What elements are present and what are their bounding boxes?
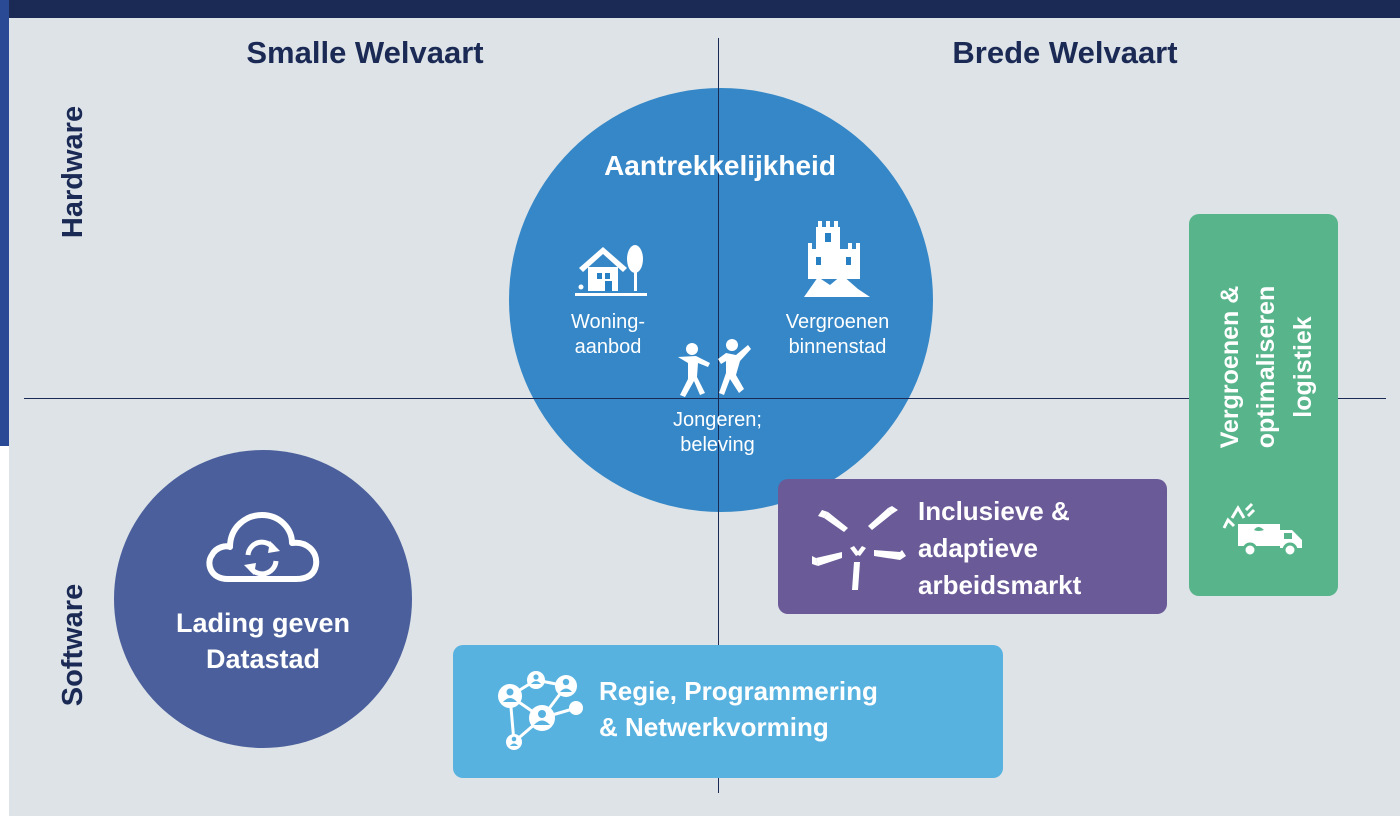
datastad-label-line1: Lading geven — [175, 608, 351, 638]
youth-label-line1: Jongeren; — [673, 409, 762, 431]
row-heading-hardware: Hardware — [57, 105, 89, 239]
dancing-people-icon — [678, 339, 751, 397]
top-title-bar — [0, 0, 1400, 18]
column-heading-brede-welvaart: Brede Welvaart — [952, 35, 1178, 70]
network-people-icon — [498, 671, 583, 750]
logistics-label-line3: logistiek — [1289, 316, 1317, 418]
attractiveness-title: Aantrekkelijkheid — [604, 150, 836, 181]
vertical-axis-line — [718, 38, 719, 793]
housing-label-line1: Woning- — [570, 311, 646, 333]
logistics-label-line2: optimaliseren — [1252, 285, 1280, 449]
network-label-line1: Regie, Programmering — [599, 676, 878, 706]
green-city-label-line2: binnenstad — [788, 336, 887, 358]
cloud-sync-icon — [206, 512, 320, 582]
labour-label-line1: Inclusieve & — [918, 496, 1070, 526]
youth-label-line2: beleving — [680, 434, 755, 456]
hands-circle-icon — [812, 506, 906, 590]
attractiveness-circle — [509, 88, 933, 512]
logistics-label-line1: Vergroenen & — [1216, 285, 1244, 449]
labour-market-box — [778, 479, 1167, 614]
datastad-label-line2: Datastad — [205, 644, 321, 674]
labour-label-line2: adaptieve — [918, 533, 1038, 563]
green-city-label-line1: Vergroenen — [785, 311, 890, 333]
horizontal-axis-line — [24, 398, 1386, 399]
labour-label-line3: arbeidsmarkt — [918, 570, 1082, 600]
castle-icon — [804, 221, 870, 297]
column-heading-smalle-welvaart: Smalle Welvaart — [246, 35, 484, 70]
datastad-circle — [114, 450, 412, 748]
housing-label-line2: aanbod — [574, 336, 642, 358]
house-icon — [575, 245, 647, 296]
network-label-line2: & Netwerkvorming — [599, 712, 829, 742]
left-accent-bar — [0, 0, 9, 446]
row-heading-software: Software — [57, 583, 89, 707]
recycling-truck-icon — [1222, 502, 1302, 558]
